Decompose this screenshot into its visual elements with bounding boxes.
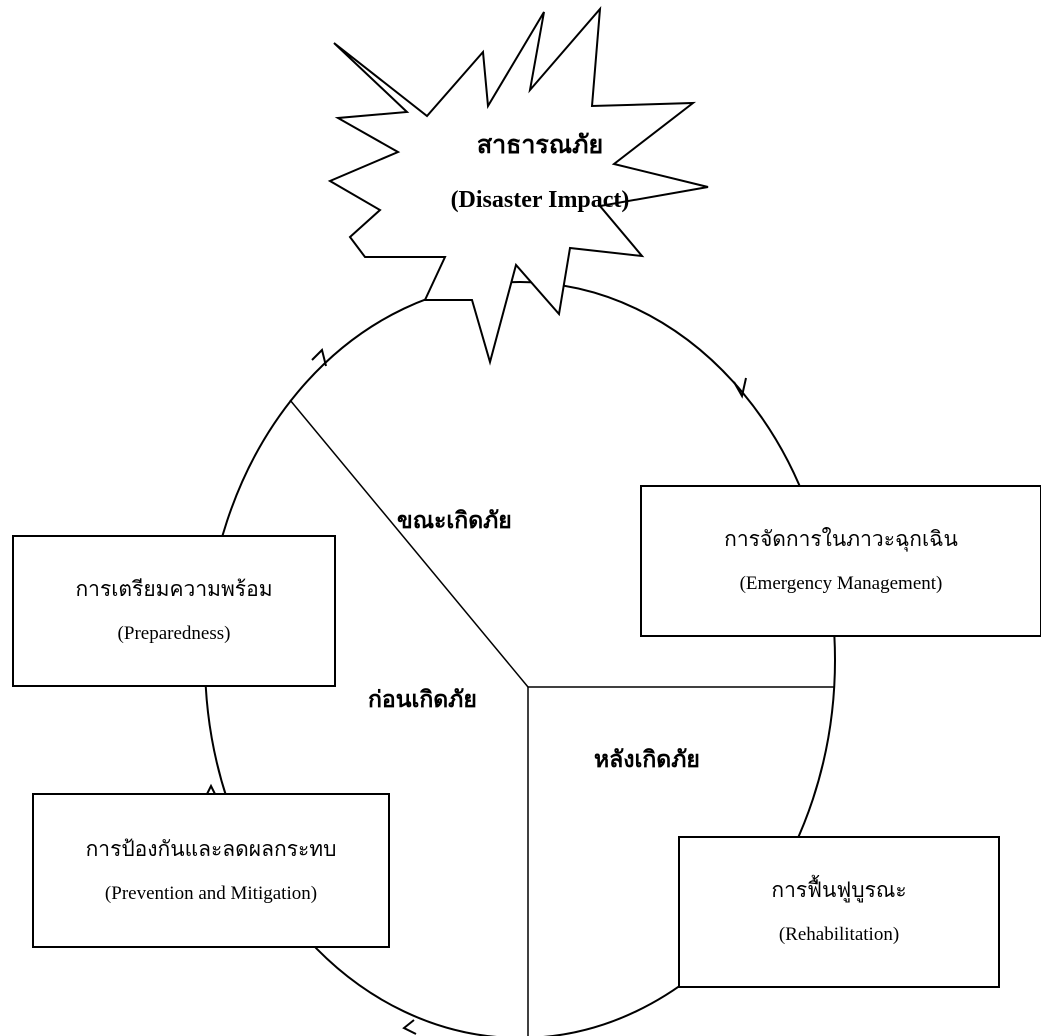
stage-label-en: (Emergency Management) xyxy=(739,573,943,594)
stage-box-emergency: การจัดการในภาวะฉุกเฉิน (Emergency Manage… xyxy=(640,485,1041,637)
arrow-top-left-icon xyxy=(311,348,327,367)
stage-label-th: การจัดการในภาวะฉุกเฉิน xyxy=(724,527,958,551)
stage-label-th: การป้องกันและลดผลกระทบ xyxy=(85,836,337,861)
stage-label-th: การเตรียมความพร้อม xyxy=(75,577,273,601)
phase-label-during: ขณะเกิดภัย xyxy=(397,507,512,534)
disaster-title: สาธารณภัย (Disaster Impact) xyxy=(390,125,690,214)
stage-label-en: (Prevention and Mitigation) xyxy=(104,882,318,904)
stage-label-en: (Preparedness) xyxy=(117,623,231,644)
stage-box-prevention: การป้องกันและลดผลกระทบ (Prevention and M… xyxy=(32,793,390,948)
arrow-bottom-left-icon xyxy=(402,1019,417,1035)
stage-label-th: การฟื้นฟูบูรณะ xyxy=(771,878,907,902)
divider-top-left xyxy=(289,399,529,688)
arrow-top-right-icon xyxy=(733,377,747,399)
stage-box-preparedness: การเตรียมความพร้อม (Preparedness) xyxy=(12,535,336,687)
disaster-burst-shape xyxy=(327,6,709,366)
phase-label-before: ก่อนเกิดภัย xyxy=(368,686,477,713)
disaster-title-en: (Disaster Impact) xyxy=(450,187,630,213)
stage-label-en: (Rehabilitation) xyxy=(778,924,900,945)
disaster-title-th: สาธารณภัย xyxy=(476,130,604,159)
stage-box-rehabilitation: การฟื้นฟูบูรณะ (Rehabilitation) xyxy=(678,836,1000,988)
phase-label-after: หลังเกิดภัย xyxy=(594,746,700,773)
